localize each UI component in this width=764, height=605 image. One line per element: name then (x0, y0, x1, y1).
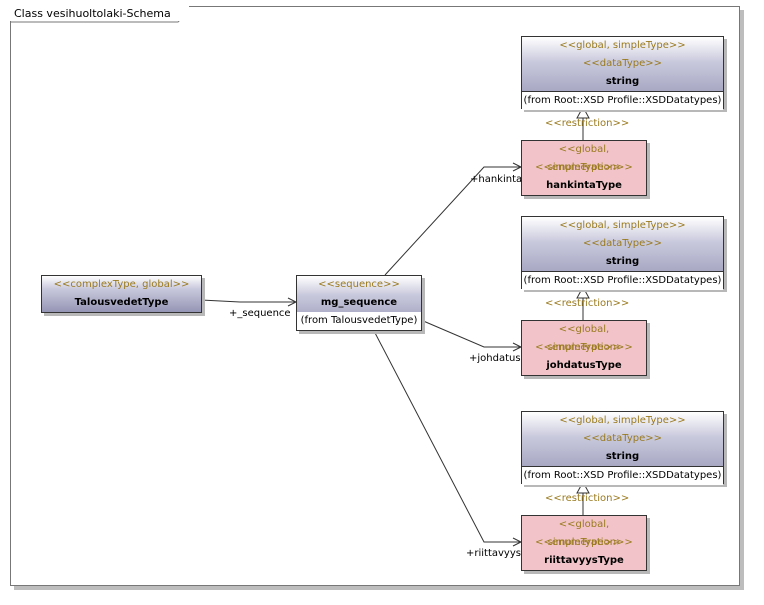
restriction-triangle-3 (576, 480, 590, 494)
class-name: TalousvedetType (74, 297, 169, 308)
class-johdatustype[interactable]: <<global, simpleType>> <<enumeration>> j… (521, 320, 647, 376)
stereotype-label: <<enumeration>> (535, 537, 633, 548)
sequence-role-label: +_sequence (229, 308, 291, 319)
stereotype-label: <<enumeration>> (535, 342, 633, 353)
stereotype-label: <<dataType>> (582, 238, 662, 249)
class-name: string (605, 256, 640, 267)
class-string-1[interactable]: <<global, simpleType>> <<dataType>> stri… (521, 36, 724, 110)
class-name: hankintaType (546, 180, 622, 191)
sequence-association (200, 299, 296, 303)
class-name: johdatusType (546, 360, 622, 371)
johdatus-role-label: +johdatus (469, 353, 521, 364)
class-name: string (605, 76, 640, 87)
stereotype-label: <<sequence>> (318, 279, 400, 290)
class-mg-sequence[interactable]: <<sequence>> mg_sequence (from Talousved… (296, 275, 422, 331)
from-package: (from Root::XSD Profile::XSDDatatypes) (522, 91, 723, 110)
diagram-title: Class vesihuoltolaki-Schema (10, 6, 189, 21)
restriction-triangle-2 (576, 285, 590, 299)
from-package: (from Root::XSD Profile::XSDDatatypes) (522, 271, 723, 290)
restriction-triangle-1 (576, 105, 590, 119)
class-riittavyystype[interactable]: <<global, simpleType>> <<enumeration>> r… (521, 515, 647, 571)
johdatus-association (420, 319, 521, 348)
class-name: mg_sequence (320, 297, 398, 308)
stereotype-label: <<global, simpleType>> (547, 324, 621, 353)
hankinta-role-label: +hankinta (470, 174, 523, 185)
stereotype-label: <<global, simpleType>> (559, 220, 686, 231)
class-name: riittavyysType (544, 555, 624, 566)
stereotype-label: <<dataType>> (582, 433, 662, 444)
riittavyys-role-label: +riittavyys (466, 548, 521, 559)
restriction-label-3: <<restriction>> (545, 493, 630, 504)
class-string-3[interactable]: <<global, simpleType>> <<dataType>> stri… (521, 411, 724, 485)
hankinta-association (384, 166, 521, 276)
from-package: (from TalousvedetType) (297, 312, 421, 330)
class-talousvedettype[interactable]: <<complexType, global>> TalousvedetType (41, 275, 202, 313)
restriction-label-2: <<restriction>> (545, 298, 630, 309)
restriction-label-1: <<restriction>> (545, 118, 630, 129)
stereotype-label: <<global, simpleType>> (559, 415, 686, 426)
stereotype-label: <<global, simpleType>> (559, 40, 686, 51)
stereotype-label: <<enumeration>> (535, 162, 633, 173)
class-name: string (605, 451, 640, 462)
stereotype-label: <<complexType, global>> (53, 279, 190, 290)
stereotype-label: <<global, simpleType>> (547, 144, 621, 173)
class-string-2[interactable]: <<global, simpleType>> <<dataType>> stri… (521, 216, 724, 290)
from-package: (from Root::XSD Profile::XSDDatatypes) (522, 466, 723, 485)
stereotype-label: <<dataType>> (582, 58, 662, 69)
class-hankintatype[interactable]: <<global, simpleType>> <<enumeration>> h… (521, 140, 647, 196)
stereotype-label: <<global, simpleType>> (547, 519, 621, 548)
riittavyys-association (372, 328, 521, 543)
